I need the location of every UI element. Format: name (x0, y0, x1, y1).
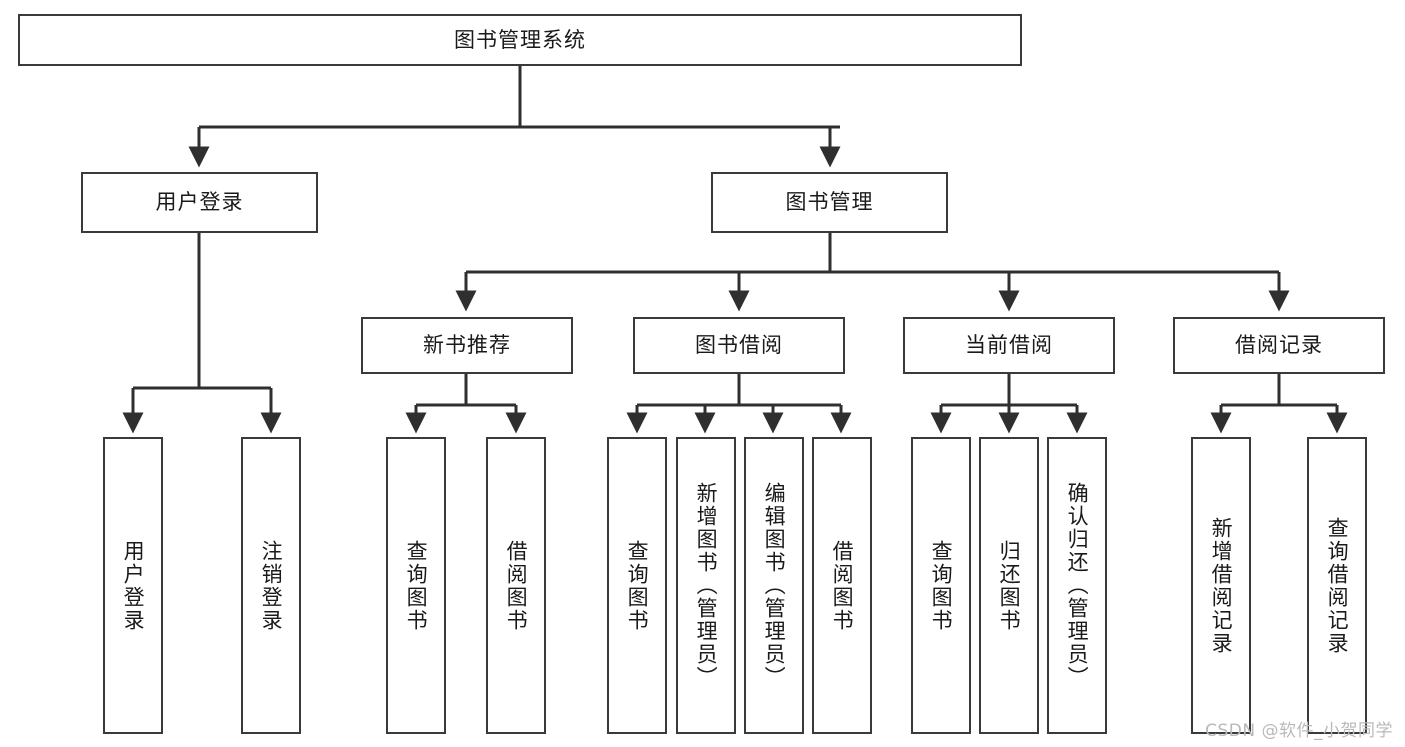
leaf-book-borrow-2-label: 编辑图书（管理员） (762, 482, 787, 689)
leaf-book-borrow-1-label: 新增图书（管理员） (694, 482, 719, 689)
leaf-book-borrow-1[interactable]: 新增图书（管理员） (676, 437, 736, 734)
leaf-book-borrow-3-label: 借阅图书 (830, 539, 855, 632)
node-user-login[interactable]: 用户登录 (81, 172, 318, 233)
leaf-current-borrow-2-label: 确认归还（管理员） (1065, 482, 1090, 689)
node-current-borrow-label: 当前借阅 (965, 333, 1053, 358)
node-current-borrow[interactable]: 当前借阅 (903, 317, 1115, 374)
leaf-book-borrow-0-label: 查询图书 (625, 539, 650, 632)
node-book-borrow[interactable]: 图书借阅 (633, 317, 845, 374)
leaf-book-borrow-3[interactable]: 借阅图书 (812, 437, 872, 734)
leaf-current-borrow-2[interactable]: 确认归还（管理员） (1047, 437, 1107, 734)
leaf-current-borrow-0[interactable]: 查询图书 (911, 437, 971, 734)
leaf-user-login-0-label: 用户登录 (121, 539, 146, 632)
leaf-book-borrow-2[interactable]: 编辑图书（管理员） (744, 437, 804, 734)
leaf-user-login-0[interactable]: 用户登录 (103, 437, 163, 734)
leaf-new-book-0-label: 查询图书 (404, 539, 429, 632)
leaf-borrow-record-0-label: 新增借阅记录 (1209, 516, 1234, 655)
node-root-label: 图书管理系统 (454, 27, 586, 52)
node-book-borrow-label: 图书借阅 (695, 333, 783, 358)
leaf-borrow-record-0[interactable]: 新增借阅记录 (1191, 437, 1251, 734)
leaf-user-login-1-label: 注销登录 (259, 539, 284, 632)
node-book-management[interactable]: 图书管理 (711, 172, 948, 233)
node-book-management-label: 图书管理 (785, 190, 874, 215)
node-borrow-record[interactable]: 借阅记录 (1173, 317, 1385, 374)
leaf-current-borrow-0-label: 查询图书 (929, 539, 954, 632)
leaf-new-book-1-label: 借阅图书 (504, 539, 529, 632)
leaf-borrow-record-1[interactable]: 查询借阅记录 (1307, 437, 1367, 734)
leaf-new-book-0[interactable]: 查询图书 (386, 437, 446, 734)
node-new-book-recommend-label: 新书推荐 (423, 333, 511, 358)
leaf-borrow-record-1-label: 查询借阅记录 (1325, 516, 1350, 655)
node-borrow-record-label: 借阅记录 (1235, 333, 1323, 358)
node-new-book-recommend[interactable]: 新书推荐 (361, 317, 573, 374)
leaf-new-book-1[interactable]: 借阅图书 (486, 437, 546, 734)
leaf-current-borrow-1[interactable]: 归还图书 (979, 437, 1039, 734)
leaf-current-borrow-1-label: 归还图书 (997, 539, 1022, 632)
leaf-book-borrow-0[interactable]: 查询图书 (607, 437, 667, 734)
node-user-login-label: 用户登录 (155, 190, 244, 215)
leaf-user-login-1[interactable]: 注销登录 (241, 437, 301, 734)
node-root[interactable]: 图书管理系统 (18, 14, 1022, 66)
